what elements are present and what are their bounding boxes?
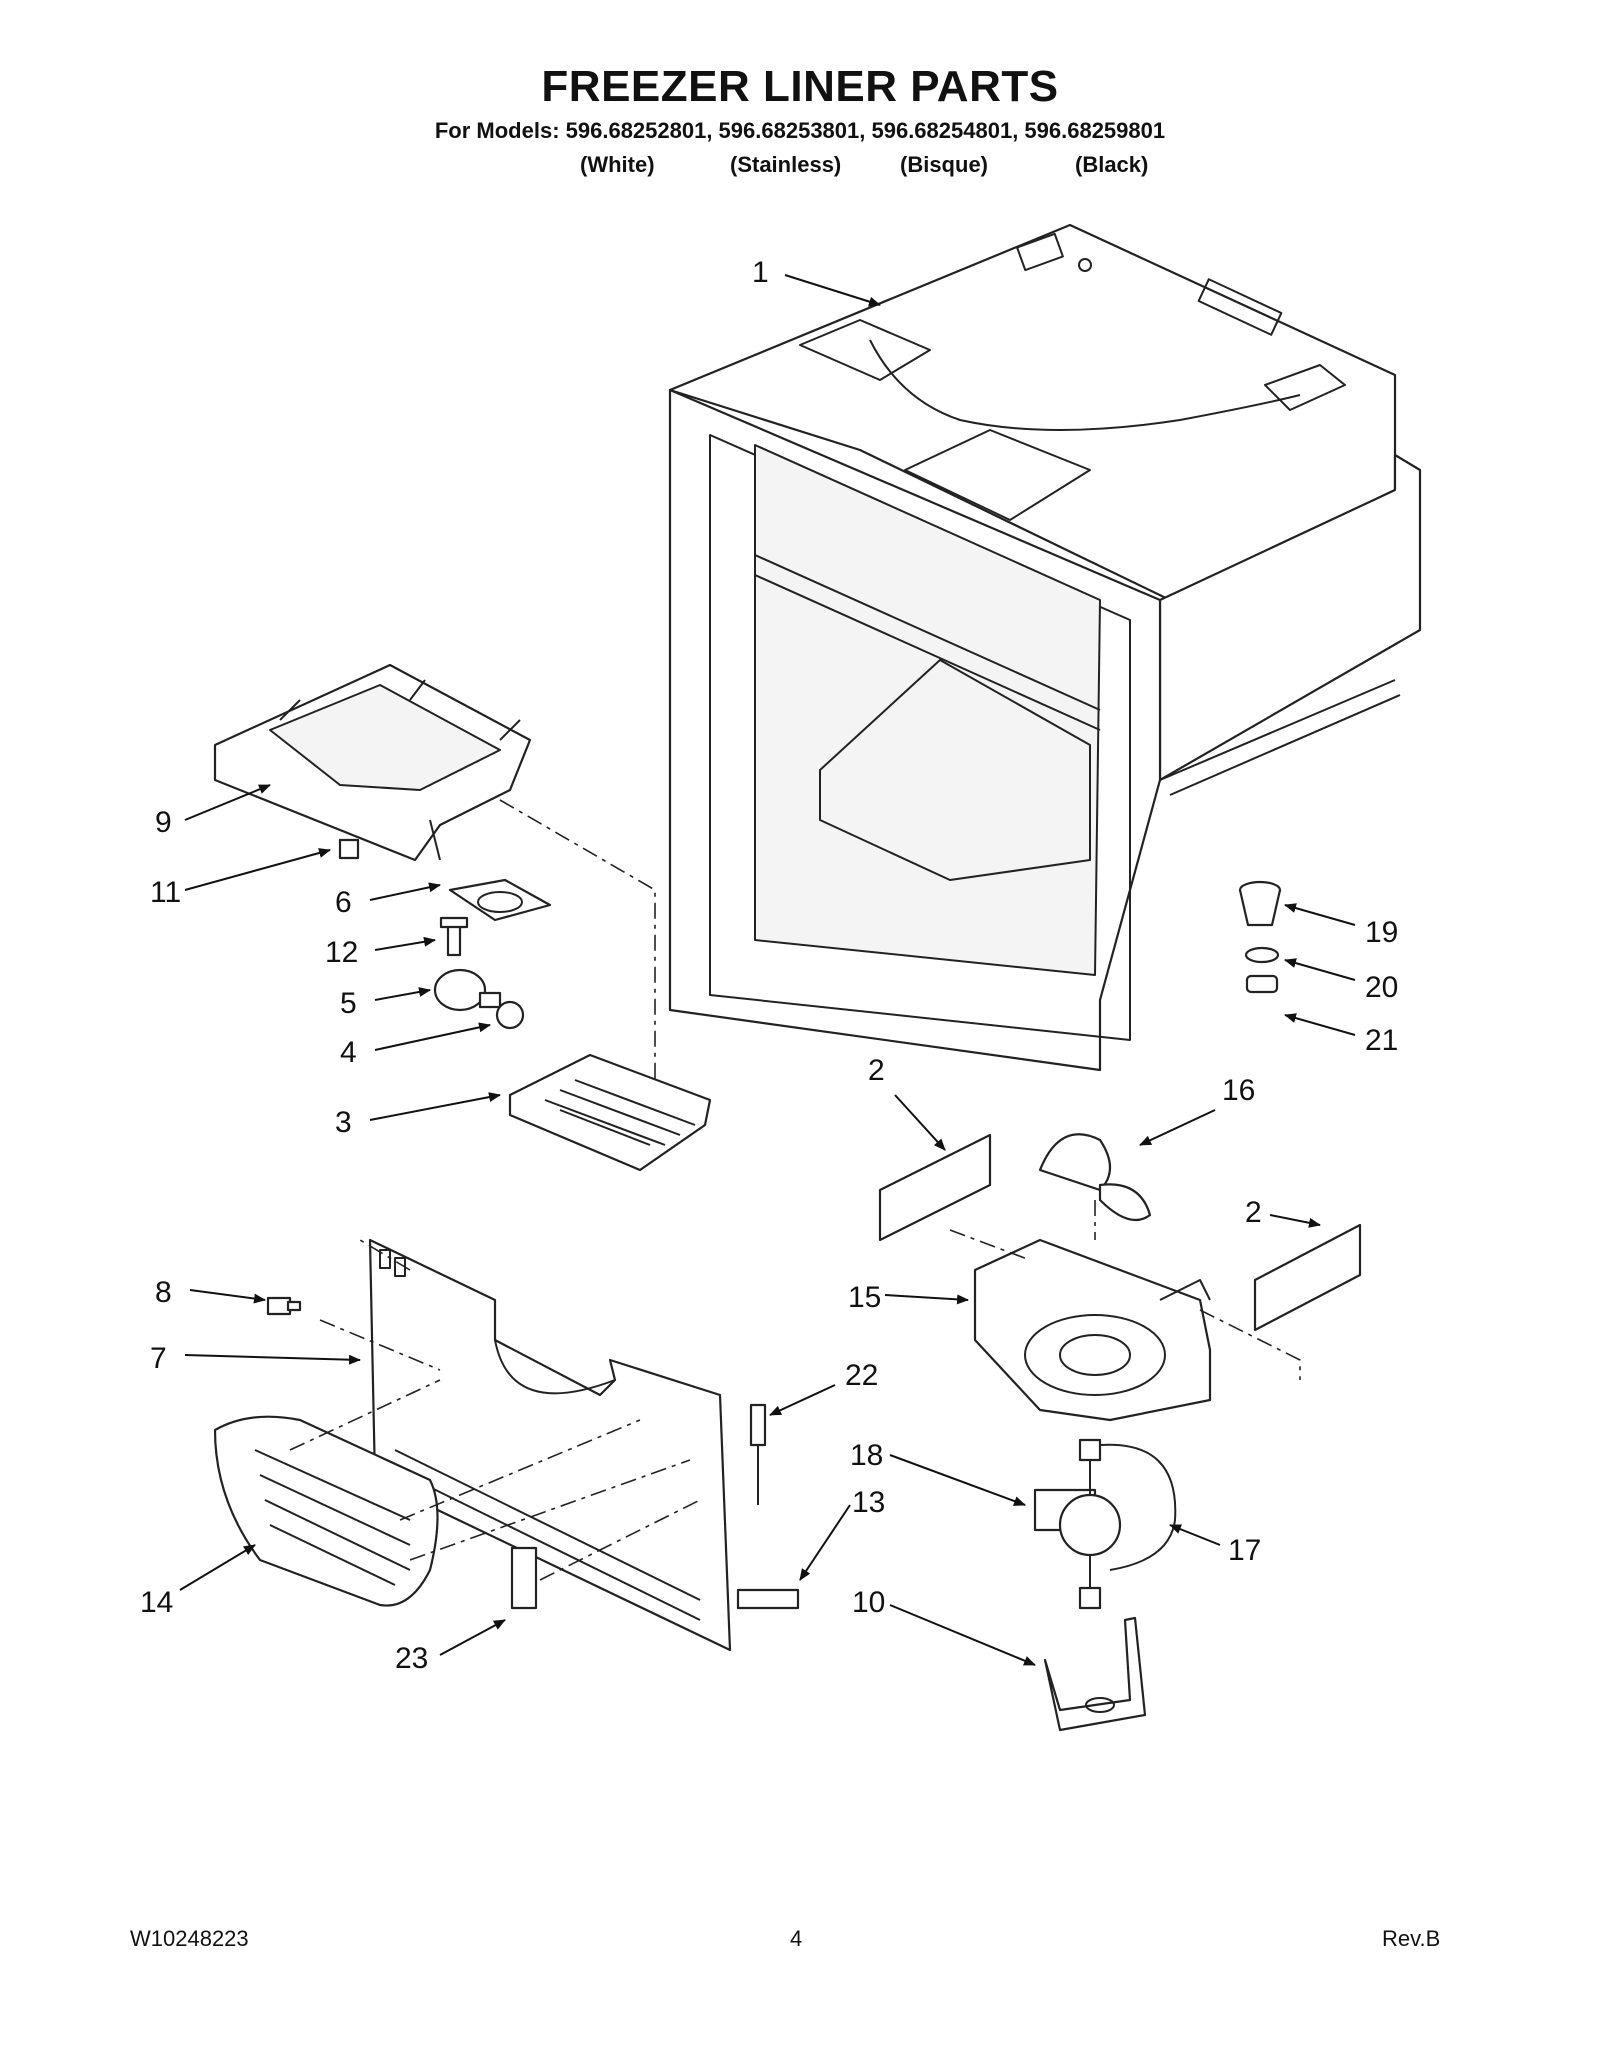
part-13-shape xyxy=(736,1588,800,1610)
page-number: 4 xyxy=(790,1926,803,1951)
leader-lines xyxy=(179,274,1356,1666)
callout-23: 23 xyxy=(395,1642,428,1675)
page-title: FREEZER LINER PARTS xyxy=(541,62,1059,111)
callout-labels: 1 9 11 6 12 5 4 3 8 7 14 23 22 13 18 17 … xyxy=(140,256,1398,1675)
doc-number: W10248223 xyxy=(130,1926,249,1951)
callout-3: 3 xyxy=(335,1106,352,1139)
callout-18: 18 xyxy=(850,1439,883,1472)
callout-15: 15 xyxy=(848,1281,881,1314)
air-tower-part xyxy=(213,663,532,862)
callout-16: 16 xyxy=(1222,1074,1255,1107)
callout-10: 10 xyxy=(852,1586,885,1619)
models-line: For Models: 596.68252801, 596.68253801, … xyxy=(434,118,1166,143)
variant-stainless: (Stainless) xyxy=(730,152,842,177)
fan-motor-part xyxy=(1033,1438,1177,1610)
callout-20: 20 xyxy=(1365,971,1398,1004)
fan-blade-part xyxy=(1038,1133,1152,1222)
callout-1: 1 xyxy=(752,256,769,289)
variant-bisque: (Bisque) xyxy=(900,152,988,177)
part-8-shape xyxy=(266,1296,302,1316)
callout-11: 11 xyxy=(150,876,181,909)
freezer-liner-part xyxy=(668,223,1422,1072)
part-12-shape xyxy=(439,916,469,957)
callout-21: 21 xyxy=(1365,1024,1398,1057)
grille-part xyxy=(213,1415,439,1607)
callout-8: 8 xyxy=(155,1276,172,1309)
part-22-shape xyxy=(749,1403,767,1505)
part-11-shape xyxy=(338,838,360,860)
callout-14: 14 xyxy=(140,1586,173,1619)
fan-housing-part xyxy=(973,1238,1212,1422)
rear-panel-part xyxy=(368,1238,732,1652)
variant-black: (Black) xyxy=(1075,152,1149,177)
callout-2-right: 2 xyxy=(1245,1196,1262,1229)
motor-bracket-part xyxy=(1043,1616,1147,1732)
part-20-shape xyxy=(1244,946,1280,964)
callout-6: 6 xyxy=(335,886,352,919)
callout-2-left: 2 xyxy=(868,1054,885,1087)
callout-4: 4 xyxy=(340,1036,357,1069)
callout-19: 19 xyxy=(1365,916,1398,949)
callout-17: 17 xyxy=(1228,1534,1261,1567)
callout-5: 5 xyxy=(340,987,357,1020)
part-21-shape xyxy=(1245,974,1279,994)
part-5-shape xyxy=(433,968,502,1012)
assembly-lines xyxy=(289,799,1301,1581)
part-2a-shape xyxy=(878,1133,992,1242)
variant-white: (White) xyxy=(580,152,655,177)
callout-7: 7 xyxy=(150,1342,167,1375)
callout-22: 22 xyxy=(845,1359,878,1392)
part-4-shape xyxy=(495,1000,525,1030)
part-3-shape xyxy=(508,1053,712,1172)
revision-label: Rev.B xyxy=(1382,1926,1441,1951)
part-6-shape xyxy=(448,878,552,922)
callout-9: 9 xyxy=(155,806,172,839)
part-2b-shape xyxy=(1253,1223,1362,1332)
callout-13: 13 xyxy=(852,1486,885,1519)
callout-12: 12 xyxy=(325,936,358,969)
part-23-shape xyxy=(510,1546,538,1610)
part-19-shape xyxy=(1238,880,1282,927)
